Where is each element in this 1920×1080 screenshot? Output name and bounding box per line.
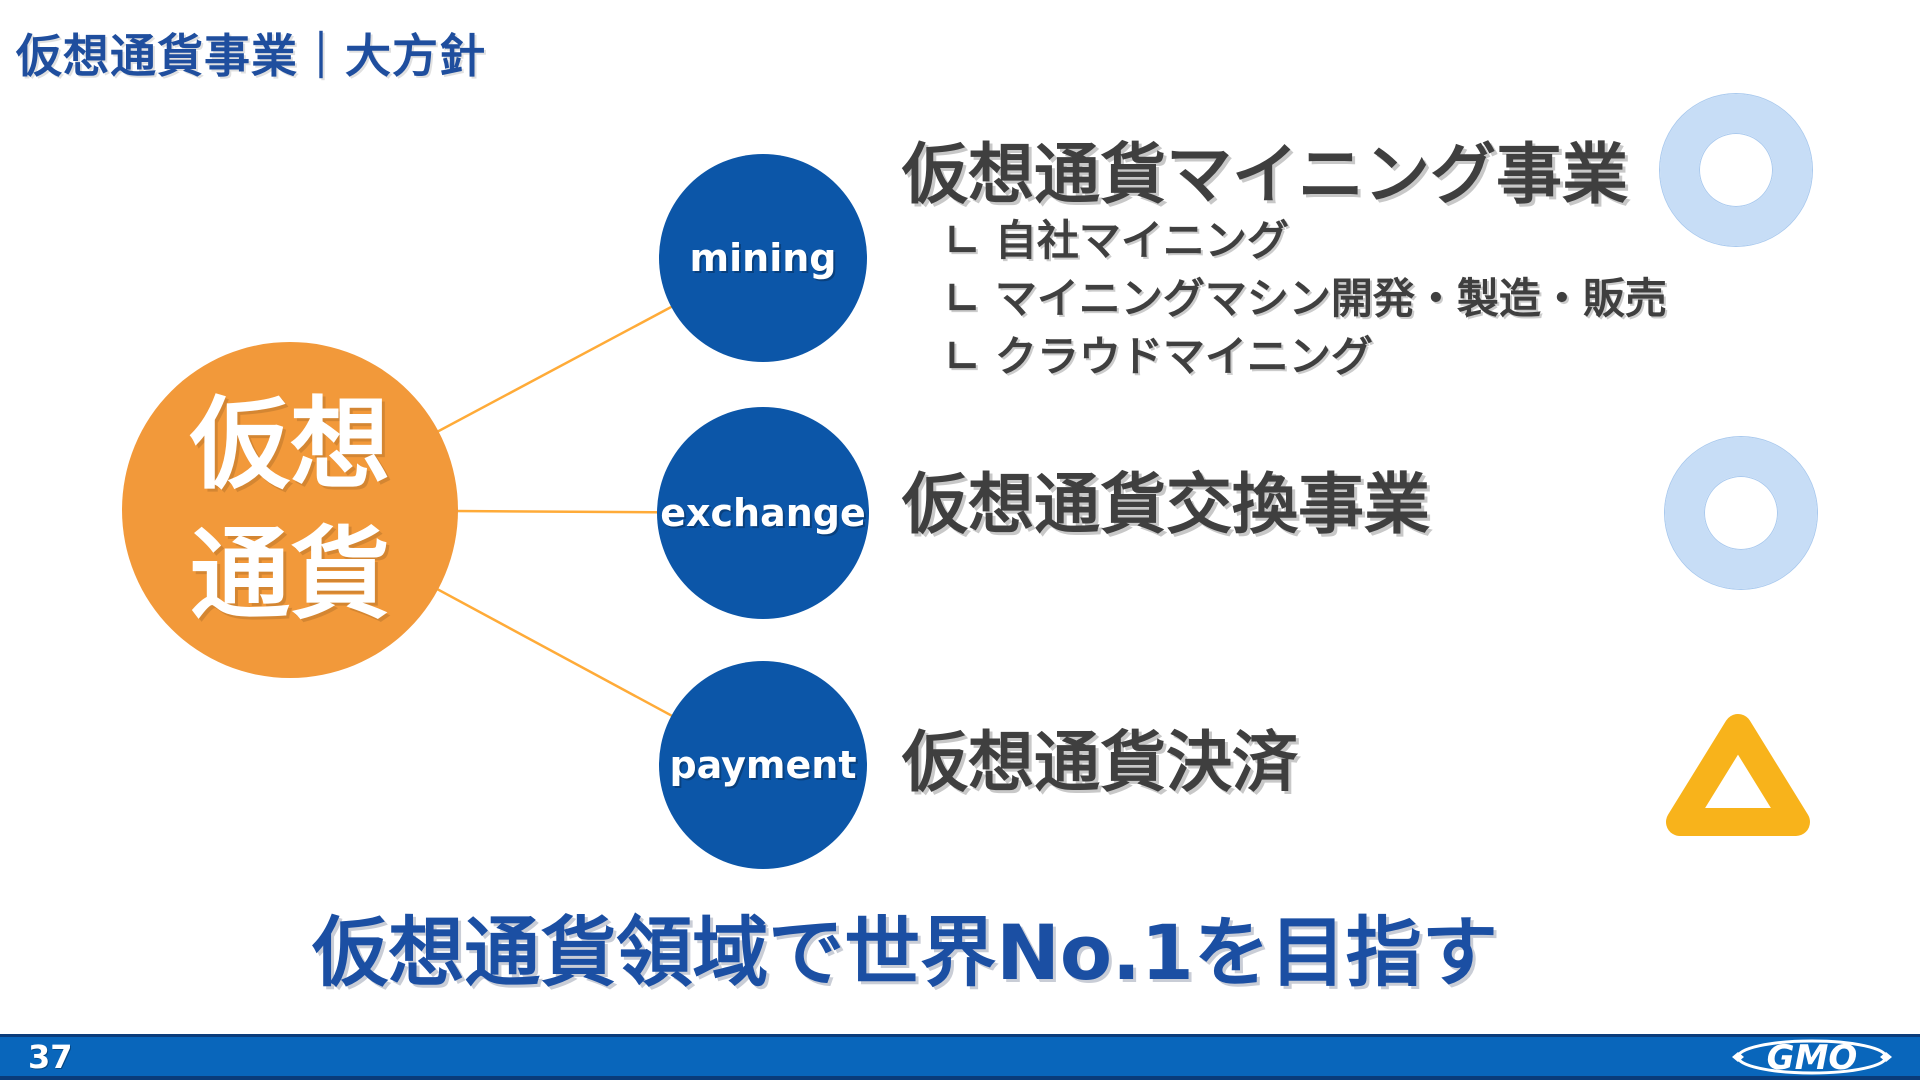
mining-sub-item-2: ∟ マイニングマシン開発・製造・販売 <box>945 274 1667 323</box>
payment-heading: 仮想通貨決済 <box>902 724 1298 801</box>
mining-heading: 仮想通貨マイニング事業 <box>902 136 1628 213</box>
node-mining: mining <box>659 154 867 362</box>
hub-label-line1: 仮想 <box>190 386 390 503</box>
mining-sub-item-1: ∟ 自社マイニング <box>945 216 1289 265</box>
status-ring-icon-exchange <box>1665 437 1817 589</box>
hub-label-line2: 通貨 <box>190 516 390 633</box>
svg-text:GMO: GMO <box>1767 1038 1858 1077</box>
node-exchange-label: exchange <box>660 491 866 535</box>
conclusion-statement: 仮想通貨領域で世界No.1を目指す <box>312 908 1498 997</box>
node-exchange: exchange <box>657 407 869 619</box>
node-payment-label: payment <box>669 743 857 787</box>
node-payment: payment <box>659 661 867 869</box>
status-triangle-icon-payment <box>1660 706 1816 845</box>
status-ring-icon-mining <box>1660 94 1812 246</box>
gmo-logo-icon: GMO <box>1732 1038 1892 1077</box>
hub-node-crypto: 仮想 通貨 <box>122 342 458 678</box>
page-number: 37 <box>28 1037 73 1076</box>
mining-sub-item-3: ∟ クラウドマイニング <box>945 332 1373 381</box>
mining-sub-items: ∟ 自社マイニング ∟ マイニングマシン開発・製造・販売 ∟ クラウドマイニング <box>945 212 1667 386</box>
page-title: 仮想通貨事業｜大方針 <box>16 29 486 83</box>
footer-bar: 37 GMO <box>0 1034 1920 1080</box>
node-mining-label: mining <box>689 236 837 280</box>
exchange-heading: 仮想通貨交換事業 <box>902 466 1430 543</box>
